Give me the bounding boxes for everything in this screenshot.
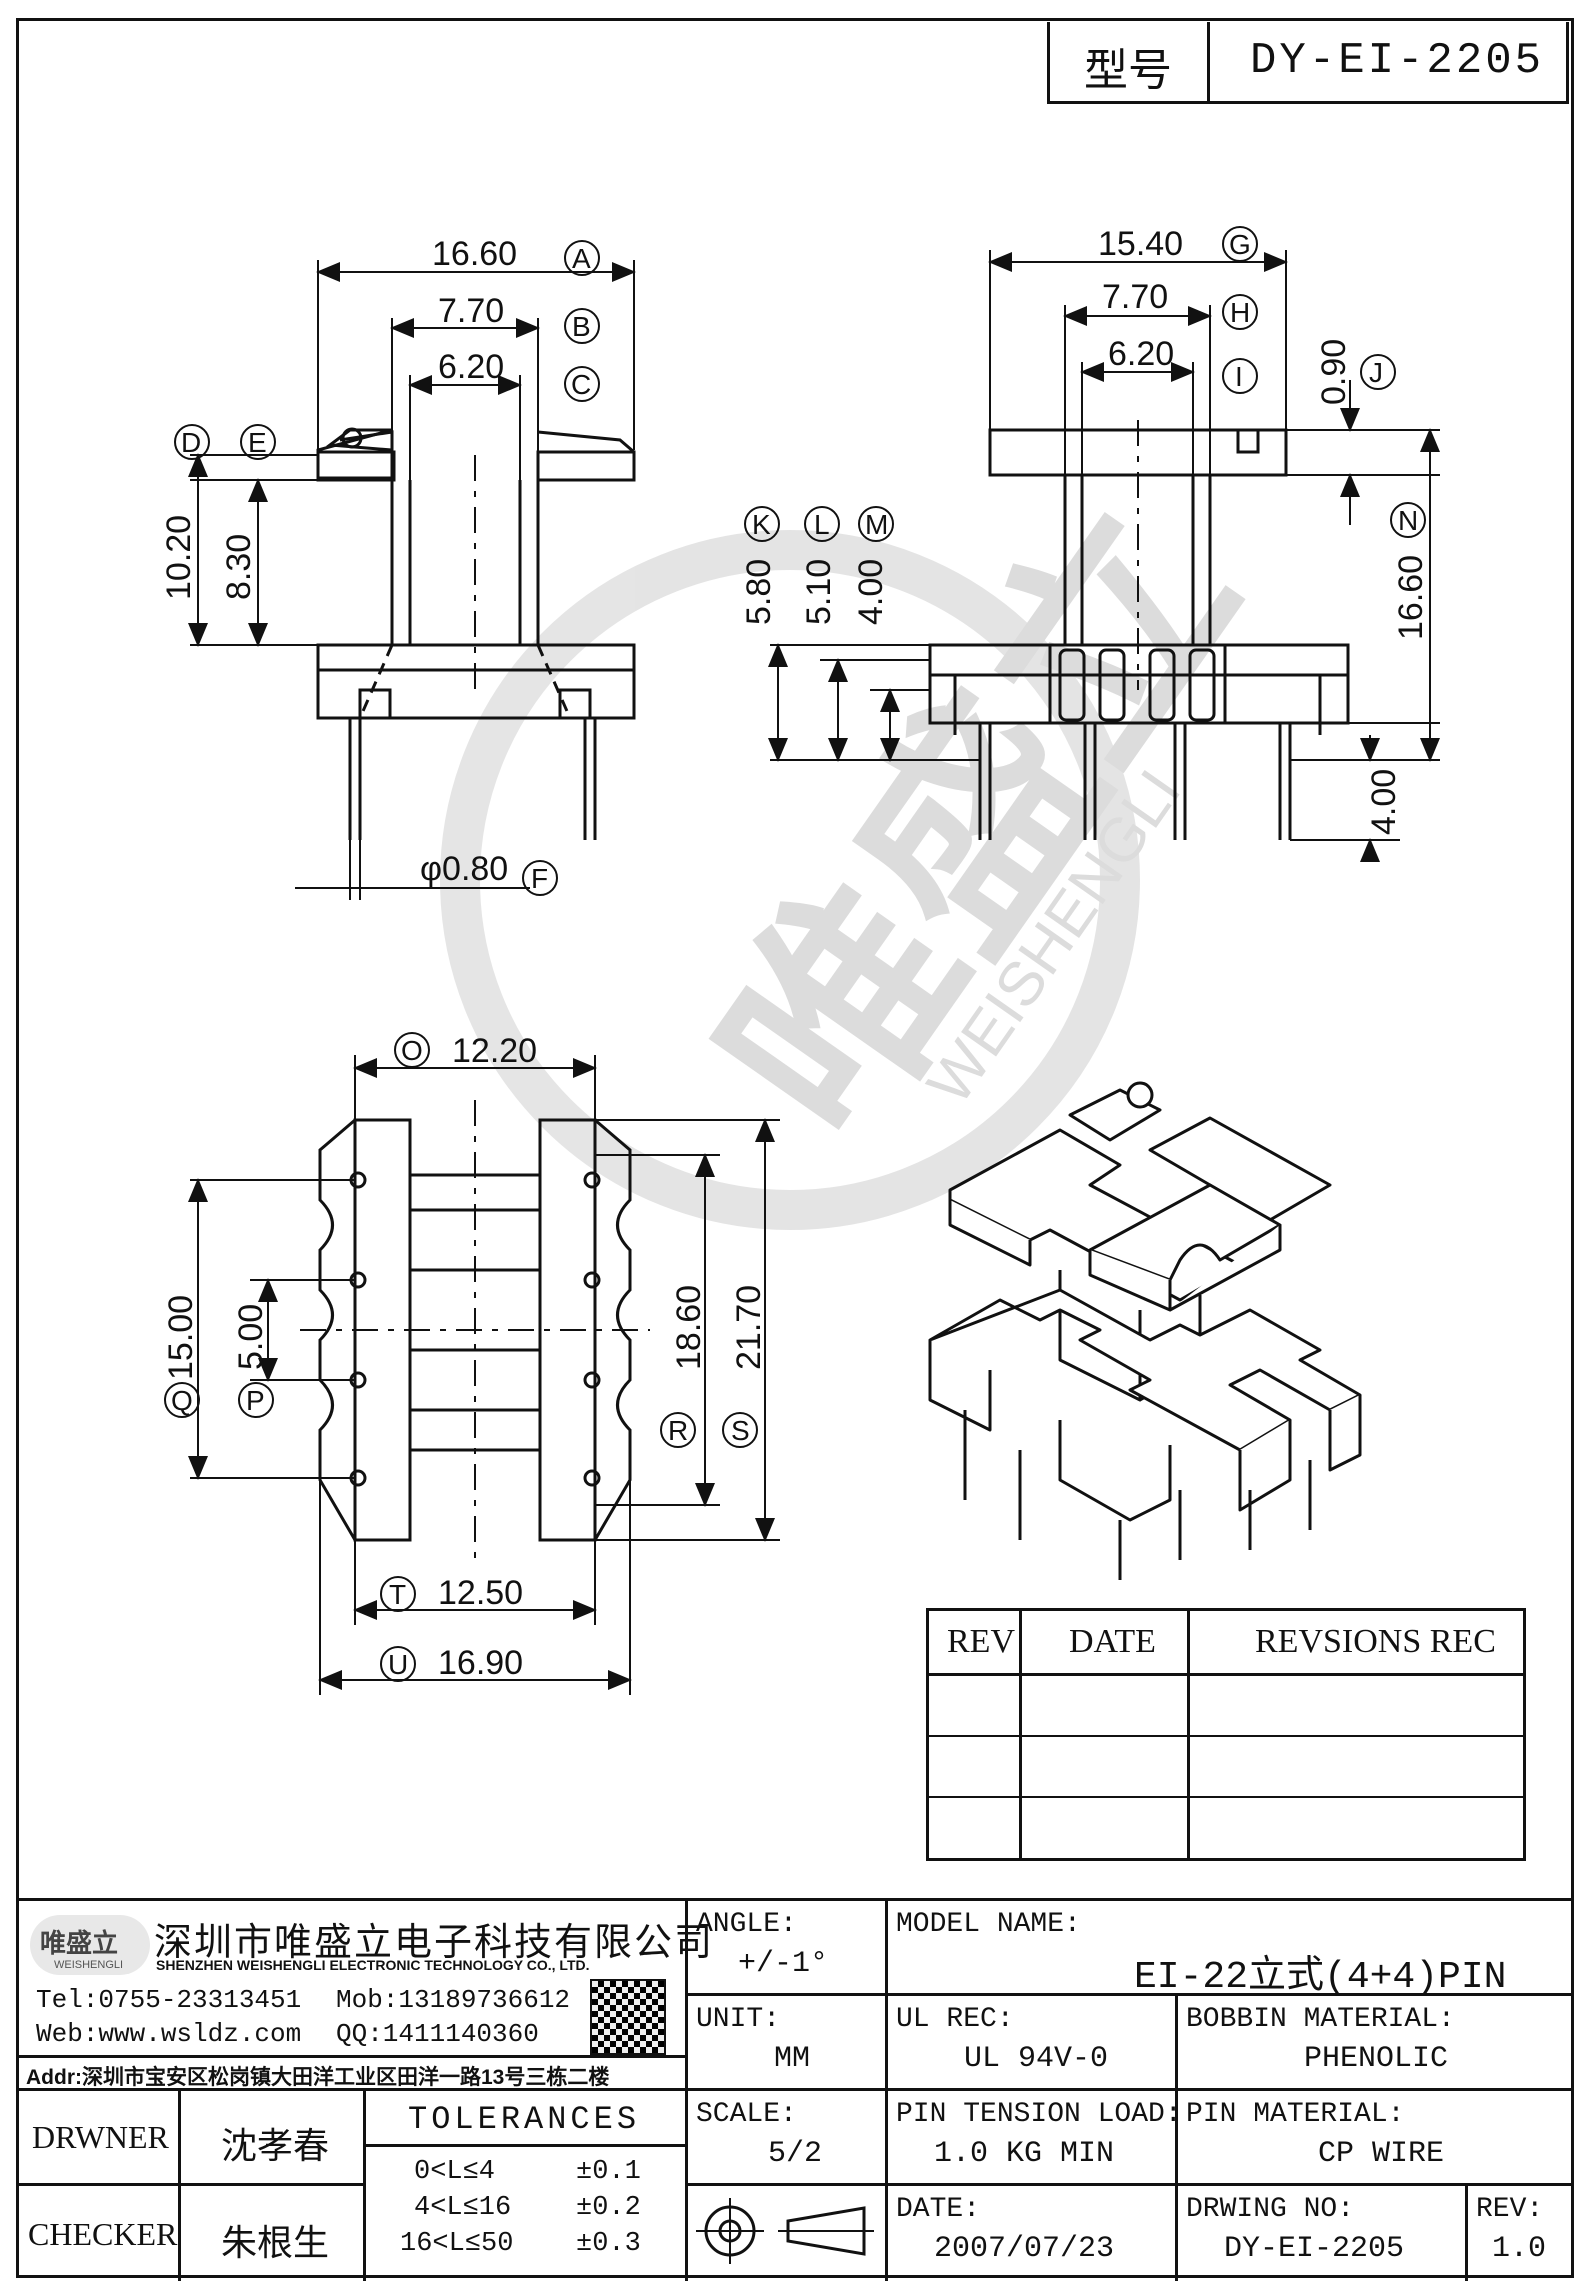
top-view: [300, 1100, 650, 1560]
dim-k-tag: K: [752, 509, 771, 540]
dim-p-tag: P: [246, 1385, 265, 1416]
drawing-frame: [16, 18, 1574, 2278]
isometric-view: [928, 1081, 1362, 1580]
dim-830-value: 8.30: [220, 534, 258, 600]
date-header: DATE: [1069, 1623, 1156, 1660]
drwner-label-cell: DRWNER: [16, 2091, 181, 2186]
dim-q-tag: Q: [171, 1385, 193, 1416]
dim-r-tag: R: [668, 1415, 688, 1446]
dim-g-value: 15.40: [1098, 225, 1183, 263]
dim-c-value: 6.20: [438, 348, 504, 386]
dim-u-value: 16.90: [438, 1644, 523, 1682]
title-block: 唯盛立 WEISHENGLI 深圳市唯盛立电子科技有限公司 SHENZHEN W…: [16, 1898, 1574, 2281]
revsions-rec-header: REVSIONS REC: [1255, 1623, 1496, 1660]
company-qq: QQ:1411140360: [336, 2019, 539, 2049]
company-mob: Mob:13189736612: [336, 1985, 571, 2015]
checker-value-cell: 朱根生: [181, 2186, 366, 2281]
dim-q-value: 15.00: [162, 1295, 200, 1380]
dim-j-tag: J: [1369, 357, 1383, 388]
dim-b-value: 7.70: [438, 292, 504, 330]
projection-symbol-icon: [696, 2198, 874, 2264]
dim-400-value: 4.00: [852, 559, 890, 625]
company-name-en: SHENZHEN WEISHENGLI ELECTRONIC TECHNOLOG…: [156, 1957, 590, 1973]
dim-i-tag: I: [1235, 361, 1243, 392]
drwing-no-cell: DRWING NO: DY-EI-2205: [1178, 2186, 1468, 2281]
dim-580-value: 5.80: [740, 559, 778, 625]
unit-cell: UNIT: MM: [688, 1996, 888, 2091]
logo-text: 唯盛立: [40, 1928, 119, 1958]
company-block: 唯盛立 WEISHENGLI 深圳市唯盛立电子科技有限公司 SHENZHEN W…: [16, 1901, 712, 2091]
dim-1020-value: 10.20: [160, 515, 198, 600]
dim-c-tag: C: [571, 369, 591, 400]
technical-drawing: 唯盛立 WEISHENGLI: [160, 225, 1440, 1695]
bobbin-material-cell: BOBBIN MATERIAL: PHENOLIC: [1178, 1996, 1574, 2091]
model-value: DY-EI-2205: [1250, 36, 1545, 86]
dim-t-value: 12.50: [438, 1574, 523, 1612]
rev-header: REV: [947, 1623, 1015, 1660]
model-header-box: 型号 DY-EI-2205: [1047, 22, 1569, 104]
dim-f-tag: F: [531, 863, 548, 894]
dim-o-value: 12.20: [452, 1032, 537, 1070]
dim-h-value: 7.70: [1102, 278, 1168, 316]
checker-label-cell: CHECKER: [16, 2186, 181, 2281]
dim-i-value: 6.20: [1108, 335, 1174, 373]
revision-table: REV DATE REVSIONS REC: [926, 1608, 1526, 1861]
model-name-cell: MODEL NAME: EI-22立式(4+4)PIN: [888, 1901, 1574, 1999]
dim-400b-value: 4.00: [1365, 769, 1403, 835]
dim-d-tag: D: [181, 427, 201, 458]
dim-o-tag: O: [401, 1035, 423, 1066]
pin-material-cell: PIN MATERIAL: CP WIRE: [1178, 2091, 1574, 2186]
dim-a-tag: A: [572, 243, 591, 274]
logo-sub: WEISHENGLI: [54, 1959, 124, 1971]
dim-u-tag: U: [388, 1649, 408, 1680]
qr-code: [590, 1979, 666, 2055]
dim-s-value: 21.70: [730, 1285, 768, 1370]
drwner-value-cell: 沈孝春: [181, 2091, 366, 2186]
front-view-labels: 16.60 A 7.70 B 6.20 C D E 10.20 8.30 φ0.…: [160, 235, 600, 896]
dim-j-value: 0.90: [1315, 339, 1353, 405]
side-view-dims: [768, 250, 1440, 862]
projection-symbol-cell: [688, 2186, 888, 2281]
top-view-labels: O 12.20 15.00 Q 5.00 P 18.60 R 21.70 S T…: [162, 1032, 768, 1682]
side-view-labels: 15.40 G 7.70 H 6.20 I 0.90 J K L M 5.80 …: [740, 225, 1430, 835]
dim-510-value: 5.10: [800, 559, 838, 625]
company-web: Web:www.wsldz.com: [36, 2019, 302, 2049]
pin-tension-cell: PIN TENSION LOAD: 1.0 KG MIN: [888, 2091, 1182, 2186]
dim-t-tag: T: [389, 1579, 406, 1610]
model-name-value: EI-22立式(4+4)PIN: [1134, 1956, 1507, 1999]
ul-rec-cell: UL REC: UL 94V-0: [888, 1996, 1178, 2091]
scale-cell: SCALE: 5/2: [688, 2091, 888, 2186]
dim-h-tag: H: [1230, 297, 1250, 328]
dim-1660-value: 16.60: [1392, 555, 1430, 640]
dim-r-value: 18.60: [670, 1285, 708, 1370]
dim-l-tag: L: [814, 509, 830, 540]
angle-cell: ANGLE: +/-1°: [688, 1901, 888, 1996]
dim-f-value: φ0.80: [420, 850, 508, 888]
dim-m-tag: M: [865, 509, 888, 540]
dim-e-tag: E: [248, 427, 267, 458]
dim-g-tag: G: [1229, 229, 1251, 260]
date-cell: DATE: 2007/07/23: [888, 2186, 1178, 2281]
front-view-dims: [188, 260, 636, 900]
company-tel: Tel:0755-23313451: [36, 1985, 302, 2015]
dim-n-tag: N: [1398, 505, 1418, 536]
top-view-dims: [188, 1055, 780, 1695]
dim-s-tag: S: [731, 1415, 750, 1446]
dim-p-value: 5.00: [232, 1304, 270, 1370]
dim-a-value: 16.60: [432, 235, 517, 273]
company-name-cn: 深圳市唯盛立电子科技有限公司: [154, 1922, 715, 1964]
company-logo: [30, 1915, 150, 1975]
tolerances-cell: TOLERANCES 0<L≤4 ±0.1 4<L≤16 ±0.2 16<L≤5…: [366, 2091, 688, 2281]
rev-cell: REV: 1.0: [1476, 2194, 1547, 2266]
dim-b-tag: B: [572, 311, 591, 342]
company-addr: Addr:深圳市宝安区松岗镇大田洋工业区田洋一路13号三栋二楼: [26, 2066, 610, 2089]
model-label: 型号: [1084, 46, 1172, 95]
